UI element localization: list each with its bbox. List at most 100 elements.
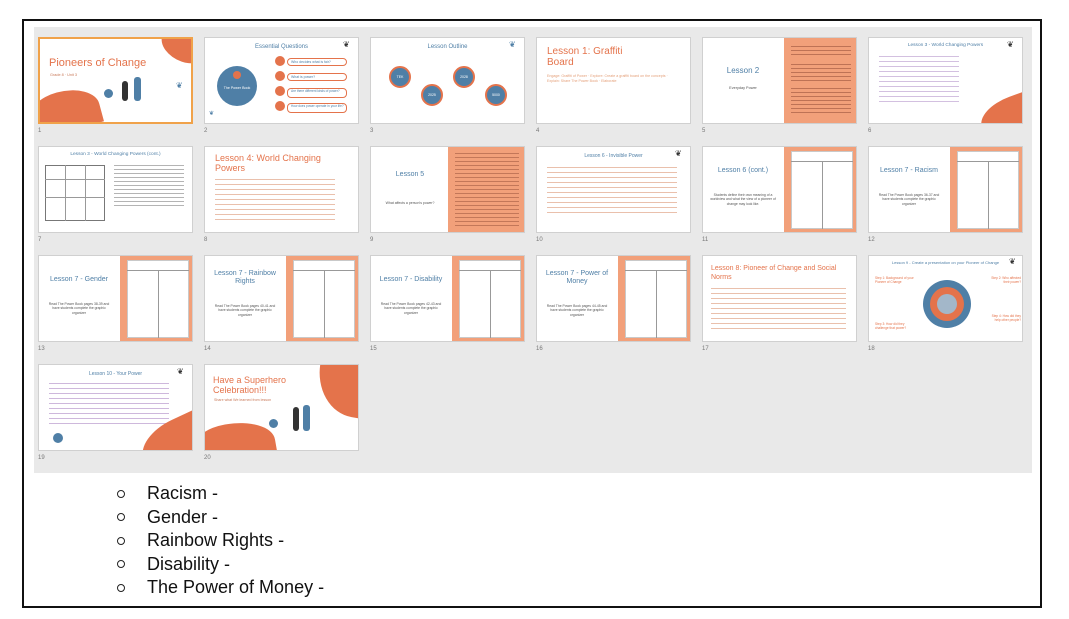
slide-body-lines [711,288,846,332]
table-line [65,165,66,221]
slide-sorter-grid: Pioneers of Change Grade 8 · Unit 3 ❦ 1 … [34,27,1032,473]
hollow-circle-bullet-icon [117,489,125,498]
slide-title: Lesson 7 - Rainbow Rights [214,270,276,285]
slide-number: 10 [536,237,543,243]
hollow-circle-bullet-icon [117,513,125,522]
slide-8-canvas: Lesson 4: World Changing Powers [204,146,359,233]
table-line [127,270,189,271]
target-ring-inner [937,294,957,314]
table-line [158,270,159,338]
list-item: The Power of Money - [117,576,324,600]
slide-number: 12 [868,237,875,243]
leaf-icon: ❦ [675,149,682,158]
table-line [625,270,687,271]
table-line [85,165,86,221]
slide-body-lines [49,383,169,427]
person-figure [134,77,141,101]
slide-title: Lesson 7 - Power of Money [545,270,609,285]
step-4-label: Step 4: How did they help other people? [991,314,1021,322]
slide-title: Lesson 7 - Disability [379,276,443,283]
hollow-circle-bullet-icon [117,536,125,545]
step-3-label: Step 3: How did they challenge that powe… [875,322,907,330]
slide-number: 15 [370,346,377,352]
leaf-icon: ❦ [176,81,183,90]
question-dot [275,86,285,96]
slide-body-lines [215,179,335,221]
question-dot [275,71,285,81]
list-item-text: Disability - [147,553,231,574]
person-figure [293,407,299,431]
question-3: Are there different kinds of power? [287,88,347,98]
leaf-icon: ❦ [209,111,215,117]
panel-text-lines [455,153,519,227]
decorative-wave [156,39,191,68]
slide-subtitle: Share what We learned from lesson [214,398,272,402]
leaf-icon: ❦ [1009,257,1016,266]
outline-circle: 2028 [453,66,475,88]
tree-icon [104,89,113,98]
slide-title: Lesson 6 (cont.) [717,167,769,174]
slide-subtitle: Students define their own meaning of a w… [710,193,776,206]
slide-13-canvas: Lesson 7 - Gender Read The Power Book pa… [38,255,193,342]
question-1: Who decides what is fair? [287,58,347,66]
slide-11-canvas: Lesson 6 (cont.) Students define their o… [702,146,857,233]
question-dot [275,101,285,111]
slide-number: 1 [38,128,42,134]
slide-number: 8 [204,237,208,243]
table-line [324,270,325,338]
slide-subtitle: Read The Power Book pages 40-41 and have… [214,304,276,317]
slide-17-canvas: Lesson 8: Pioneer of Change and Social N… [702,255,857,342]
slide-title: Essential Questions [254,44,309,50]
table-line [957,161,1019,162]
slide-2-canvas: Essential Questions ❦ The Power Book Who… [204,37,359,124]
slide-number: 6 [868,128,872,134]
list-item: Rainbow Rights - [117,529,324,553]
question-4: How does power operate in your life? [287,103,347,113]
slide-subtitle: Read The Power Book pages 38-39 and have… [48,302,110,315]
slide-subtitle: Grade 8 · Unit 3 [50,73,78,77]
table-line [459,270,521,271]
slide-18-canvas: Lesson 9 - Create a presentation on your… [868,255,1023,342]
leaf-icon: ❦ [177,367,184,376]
slide-number: 18 [868,346,875,352]
slide-14-canvas: Lesson 7 - Rainbow Rights Read The Power… [204,255,359,342]
slide-body: Engage: Graffiti of Power · Explore: Cre… [547,74,668,83]
table-line [656,270,657,338]
leaf-icon: ❦ [509,40,516,49]
slide-title: Lesson 6 - Invisible Power [584,153,643,159]
table-line [490,270,491,338]
slide-number: 19 [38,455,45,461]
activity-panel [448,147,524,232]
slide-number: 9 [370,237,374,243]
list-item-text: Racism - [147,483,218,504]
list-item-text: The Power of Money - [147,577,325,598]
slide-title: Lesson 7 - Racism [880,167,938,174]
slide-5-canvas: Lesson 2 Everyday Power [702,37,857,124]
panel-text-lines [791,88,851,116]
slide-title: Lesson 3 - World Changing Powers [907,43,984,48]
slide-number: 16 [536,346,543,352]
decorative-wave [205,416,278,450]
table-line [293,270,355,271]
slide-4-canvas: Lesson 1: Graffiti Board Engage: Graffit… [536,37,691,124]
hollow-circle-bullet-icon [117,583,125,592]
slide-19-canvas: Lesson 10 - Your Power ❦ [38,364,193,451]
document-frame: Pioneers of Change Grade 8 · Unit 3 ❦ 1 … [22,19,1042,608]
slide-title: Lesson 1: Graffiti Board [547,46,623,68]
slide-subtitle: Everyday Power [729,86,757,90]
slide-subtitle: Read The Power Book pages 36-37 and have… [878,193,940,206]
slide-15-canvas: Lesson 7 - Disability Read The Power Boo… [370,255,525,342]
outline-circle: 5000 [485,84,507,106]
leaf-icon: ❦ [343,40,350,49]
table-line [45,197,105,198]
center-label: The Power Book [223,86,251,90]
graphic-organizer-table [45,165,105,221]
slide-title: Pioneers of Change [49,57,147,69]
tree-icon [53,433,63,443]
slide-title: Lesson 5 [395,171,425,178]
slide-10-canvas: Lesson 6 - Invisible Power ❦ [536,146,691,233]
slide-number: 11 [702,237,709,243]
slide-title: Lesson 4: World Changing Powers [215,153,321,173]
list-item: Disability - [117,553,324,577]
decorative-wave [975,88,1022,123]
